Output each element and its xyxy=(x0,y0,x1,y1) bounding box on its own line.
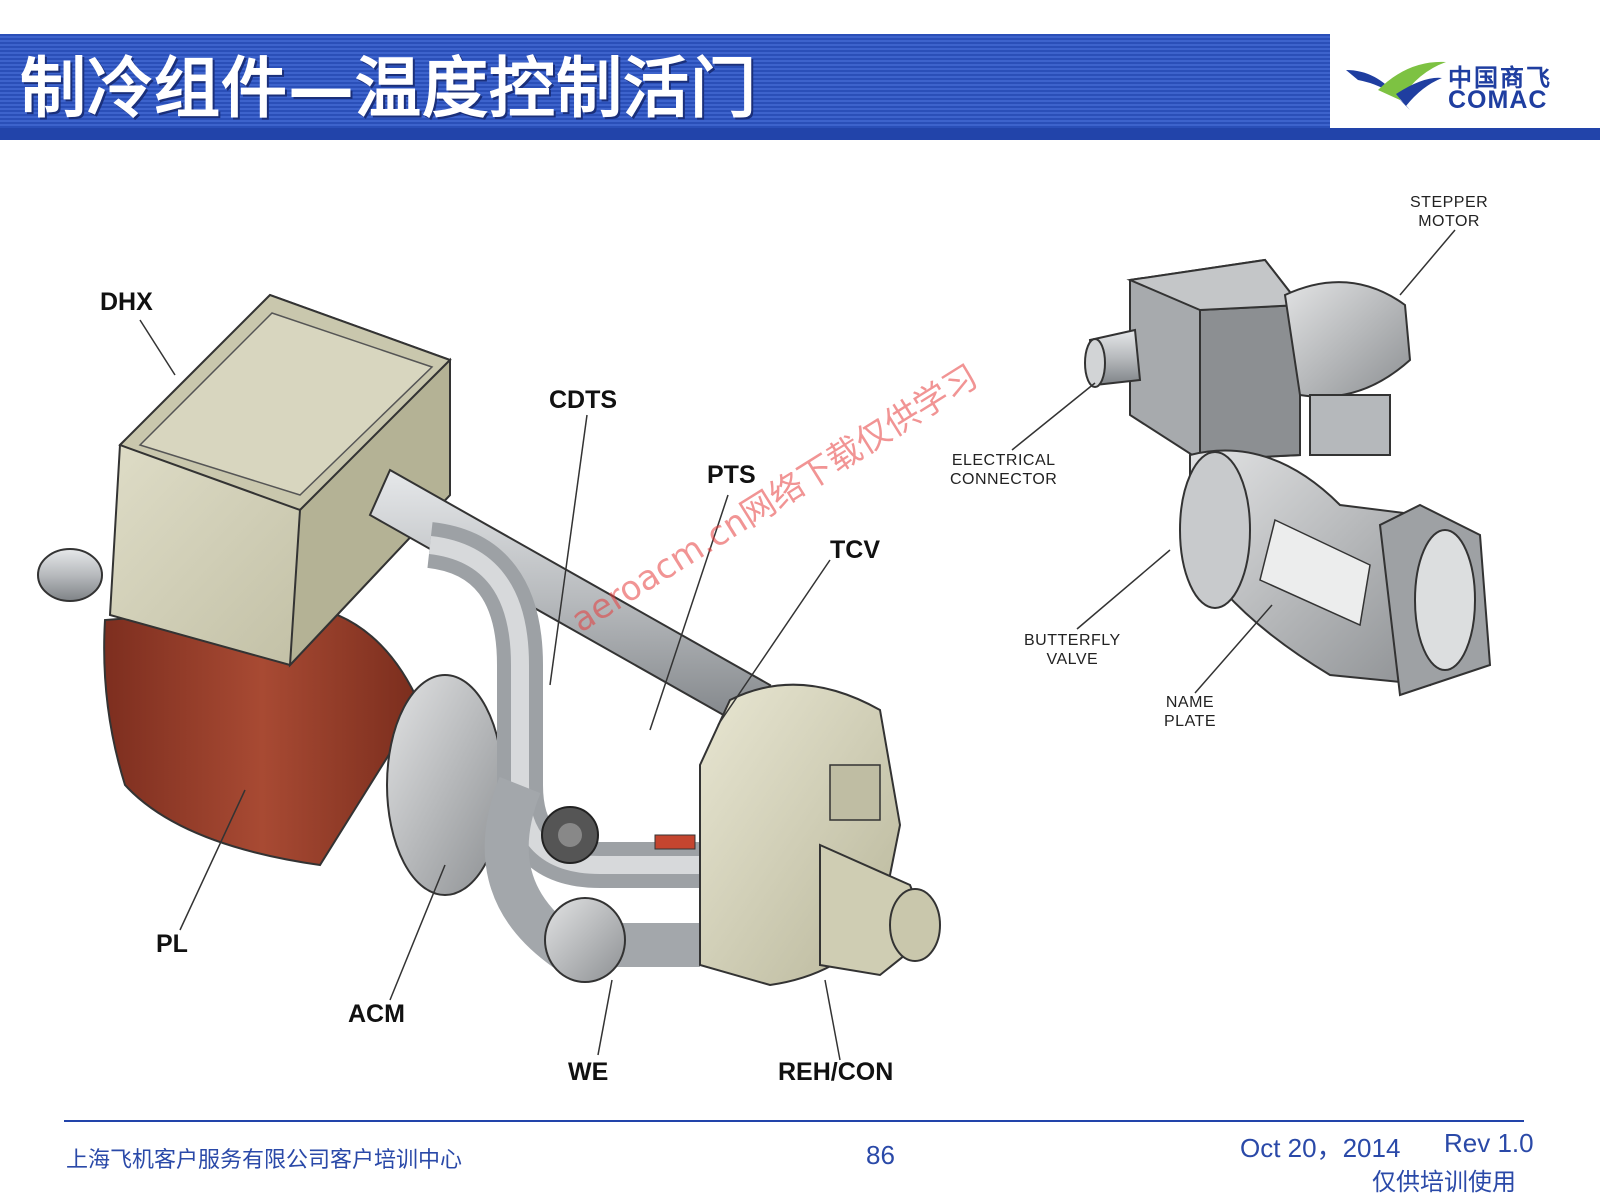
label-pl: PL xyxy=(156,930,188,958)
logo-chinese-name: 中国商飞 xyxy=(1448,64,1552,92)
footer-note: 仅供培训使用 xyxy=(1372,1168,1516,1196)
header-bar xyxy=(0,34,1330,140)
label-we: WE xyxy=(568,1058,609,1086)
label-electrical-connector: ELECTRICAL CONNECTOR xyxy=(950,452,1058,488)
label-dhx: DHX xyxy=(100,288,153,316)
label-cdts: CDTS xyxy=(549,386,618,414)
footer-company: 上海飞机客户服务有限公司客户培训中心 xyxy=(66,1148,463,1173)
temperature-control-valve-drawing xyxy=(1084,258,1492,697)
label-name-plate: NAME PLATE xyxy=(1164,694,1216,730)
footer-page-number: 86 xyxy=(866,1140,895,1170)
page-title: 制冷组件—温度控制活门 xyxy=(20,50,757,127)
footer-revision: Rev 1.0 xyxy=(1444,1128,1534,1158)
label-butterfly-valve: BUTTERFLY VALVE xyxy=(1024,632,1121,668)
comac-logo-icon xyxy=(1346,61,1446,110)
label-reh-con: REH/CON xyxy=(778,1058,894,1086)
header-rule xyxy=(0,128,1600,140)
footer-date: Oct 20，2014 xyxy=(1240,1133,1401,1163)
air-cycle-pack-drawing xyxy=(37,293,941,987)
leader-lines xyxy=(139,229,1456,1061)
label-stepper-motor: STEPPER MOTOR xyxy=(1410,194,1489,230)
pack-assembly-figure xyxy=(37,229,1492,1061)
logo-english-name: COMAC xyxy=(1448,86,1548,114)
label-acm: ACM xyxy=(348,1000,405,1028)
label-pts: PTS xyxy=(707,461,756,489)
label-tcv: TCV xyxy=(830,536,880,564)
footer-rule xyxy=(64,1120,1524,1122)
